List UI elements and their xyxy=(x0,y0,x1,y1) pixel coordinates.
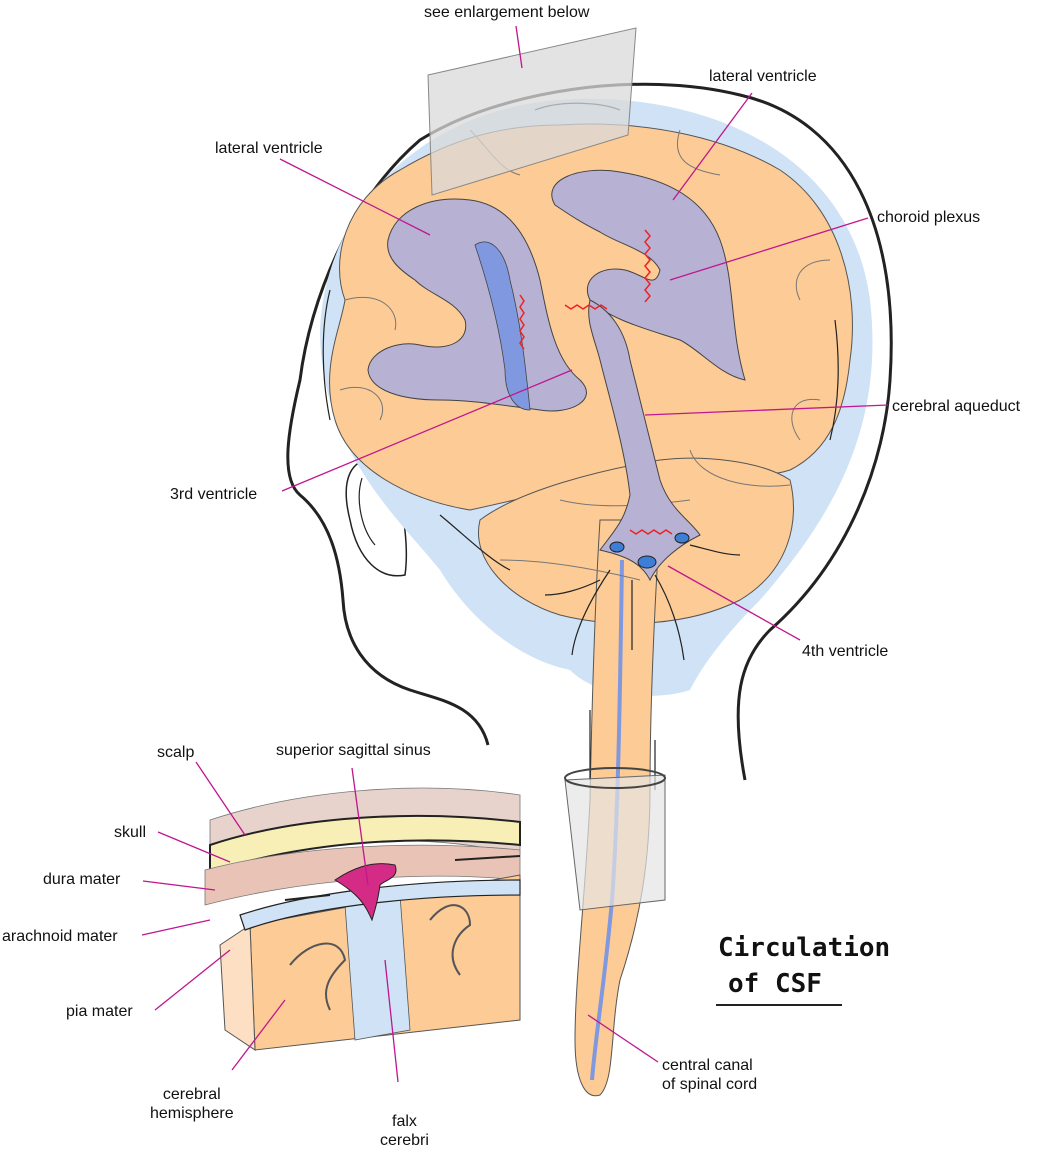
label-scalp: scalp xyxy=(157,744,195,761)
title-line-2: of CSF xyxy=(728,969,822,999)
label-cerebral-hemisphere: cerebral hemisphere xyxy=(150,1086,234,1122)
label-falx-cerebri: falx cerebri xyxy=(380,1113,429,1149)
enlargement-plane xyxy=(427,27,637,196)
label-cerebral-aqueduct: cerebral aqueduct xyxy=(892,398,1021,415)
title-line-1: Circulation xyxy=(718,933,891,963)
label-lateral-ventricle-left: lateral ventricle xyxy=(215,140,323,157)
label-lateral-ventricle-right: lateral ventricle xyxy=(709,68,817,85)
label-dura-mater: dura mater xyxy=(43,871,121,888)
label-superior-sagittal-sinus: superior sagittal sinus xyxy=(276,742,431,759)
label-choroid-plexus: choroid plexus xyxy=(877,209,981,226)
leader-lines xyxy=(141,25,889,1083)
label-arachnoid-mater: arachnoid mater xyxy=(2,928,118,945)
label-fourth-ventricle: 4th ventricle xyxy=(802,643,889,660)
label-central-canal: central canal of spinal cord xyxy=(662,1057,758,1093)
lateral-ventricle-rear xyxy=(551,169,746,381)
choroid-plexus xyxy=(519,229,673,535)
lateral-ventricle-front xyxy=(367,198,587,412)
aqueduct-fourth-ventricle xyxy=(588,299,701,582)
title-underline xyxy=(716,1004,842,1006)
label-skull: skull xyxy=(114,824,147,841)
label-see-enlargement: see enlargement below xyxy=(424,4,590,21)
enlargement-inset xyxy=(204,787,521,1051)
label-third-ventricle: 3rd ventricle xyxy=(170,486,258,503)
third-ventricle xyxy=(474,241,531,411)
label-pia-mater: pia mater xyxy=(66,1003,133,1020)
